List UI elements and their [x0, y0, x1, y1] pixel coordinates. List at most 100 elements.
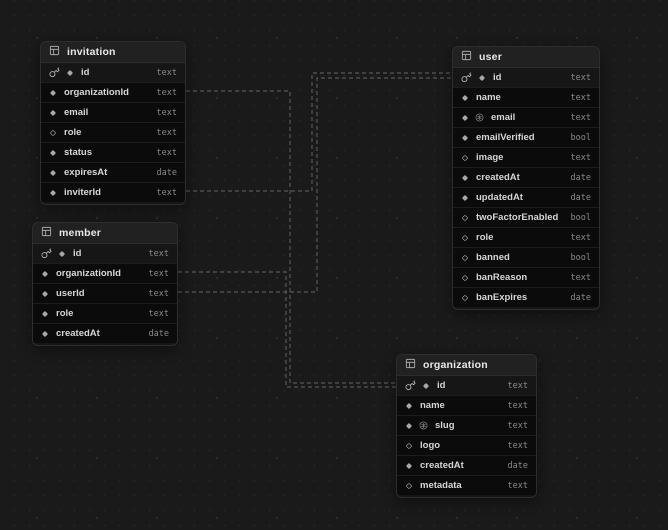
required-diamond-icon: [462, 134, 468, 141]
column-type: text: [148, 288, 169, 299]
column-icons: [405, 462, 413, 470]
table-title: invitation: [67, 46, 116, 58]
column-name: id: [81, 67, 90, 78]
column-type: text: [507, 400, 528, 411]
column-name: name: [476, 92, 501, 103]
required-diamond-icon: [462, 114, 468, 121]
nullable-diamond-icon: [50, 129, 56, 136]
table-header[interactable]: user: [453, 47, 599, 68]
column-icons: [405, 380, 430, 391]
required-diamond-icon: [406, 402, 412, 409]
table-icon: [49, 43, 60, 61]
nullable-diamond-icon: [462, 214, 468, 221]
required-diamond-icon: [423, 382, 429, 389]
required-diamond-icon: [50, 149, 56, 156]
required-diamond-icon: [50, 109, 56, 116]
relationship-line-member-organizationId-to-organization-id[interactable]: [178, 271, 396, 388]
primary-key-icon: [405, 380, 416, 391]
table-title: user: [479, 51, 502, 63]
column-icons: [461, 154, 469, 162]
column-icons: [49, 149, 57, 157]
column-type: text: [156, 147, 177, 158]
table-title: member: [59, 227, 102, 239]
column-type: bool: [570, 252, 591, 263]
unique-icon: [475, 113, 484, 122]
table-title: organization: [423, 359, 488, 371]
column-name: slug: [435, 420, 455, 431]
column-row-invitation-id[interactable]: id text: [41, 63, 185, 82]
column-type: text: [507, 380, 528, 391]
table-header[interactable]: invitation: [41, 42, 185, 63]
required-diamond-icon: [59, 250, 65, 257]
required-diamond-icon: [42, 310, 48, 317]
required-diamond-icon: [406, 422, 412, 429]
required-diamond-icon: [67, 69, 73, 76]
column-type: text: [570, 72, 591, 83]
table-header[interactable]: organization: [397, 355, 536, 376]
column-icons: [461, 194, 469, 202]
relationship-line-invitation-inviterId-to-user-id[interactable]: [186, 72, 452, 192]
column-type: text: [570, 112, 591, 123]
column-name: organizationId: [56, 268, 121, 279]
table-header[interactable]: member: [33, 223, 177, 244]
column-row-user-name[interactable]: name text: [453, 87, 599, 107]
column-row-user-banExpires[interactable]: banExpires date: [453, 287, 599, 307]
relationship-line-member-userId-to-user-id[interactable]: [178, 77, 452, 293]
required-diamond-icon: [50, 89, 56, 96]
column-icons: [461, 234, 469, 242]
column-name: role: [56, 308, 74, 319]
required-diamond-icon: [479, 74, 485, 81]
column-icons: [461, 274, 469, 282]
table-icon: [49, 45, 60, 56]
primary-key-icon: [49, 67, 60, 78]
primary-key-icon: [41, 248, 52, 259]
column-type: bool: [570, 132, 591, 143]
column-name: role: [476, 232, 494, 243]
column-icons: [405, 421, 428, 430]
column-type: date: [570, 292, 591, 303]
required-diamond-icon: [42, 330, 48, 337]
column-icons: [461, 72, 486, 83]
primary-key-icon: [461, 72, 472, 83]
relationship-line-invitation-organizationId-to-organization-id[interactable]: [186, 90, 396, 384]
column-name: banExpires: [476, 292, 528, 303]
column-icons: [461, 254, 469, 262]
column-icons: [461, 174, 469, 182]
required-diamond-icon: [42, 290, 48, 297]
column-type: text: [570, 92, 591, 103]
column-type: text: [156, 67, 177, 78]
column-icons: [41, 290, 49, 298]
